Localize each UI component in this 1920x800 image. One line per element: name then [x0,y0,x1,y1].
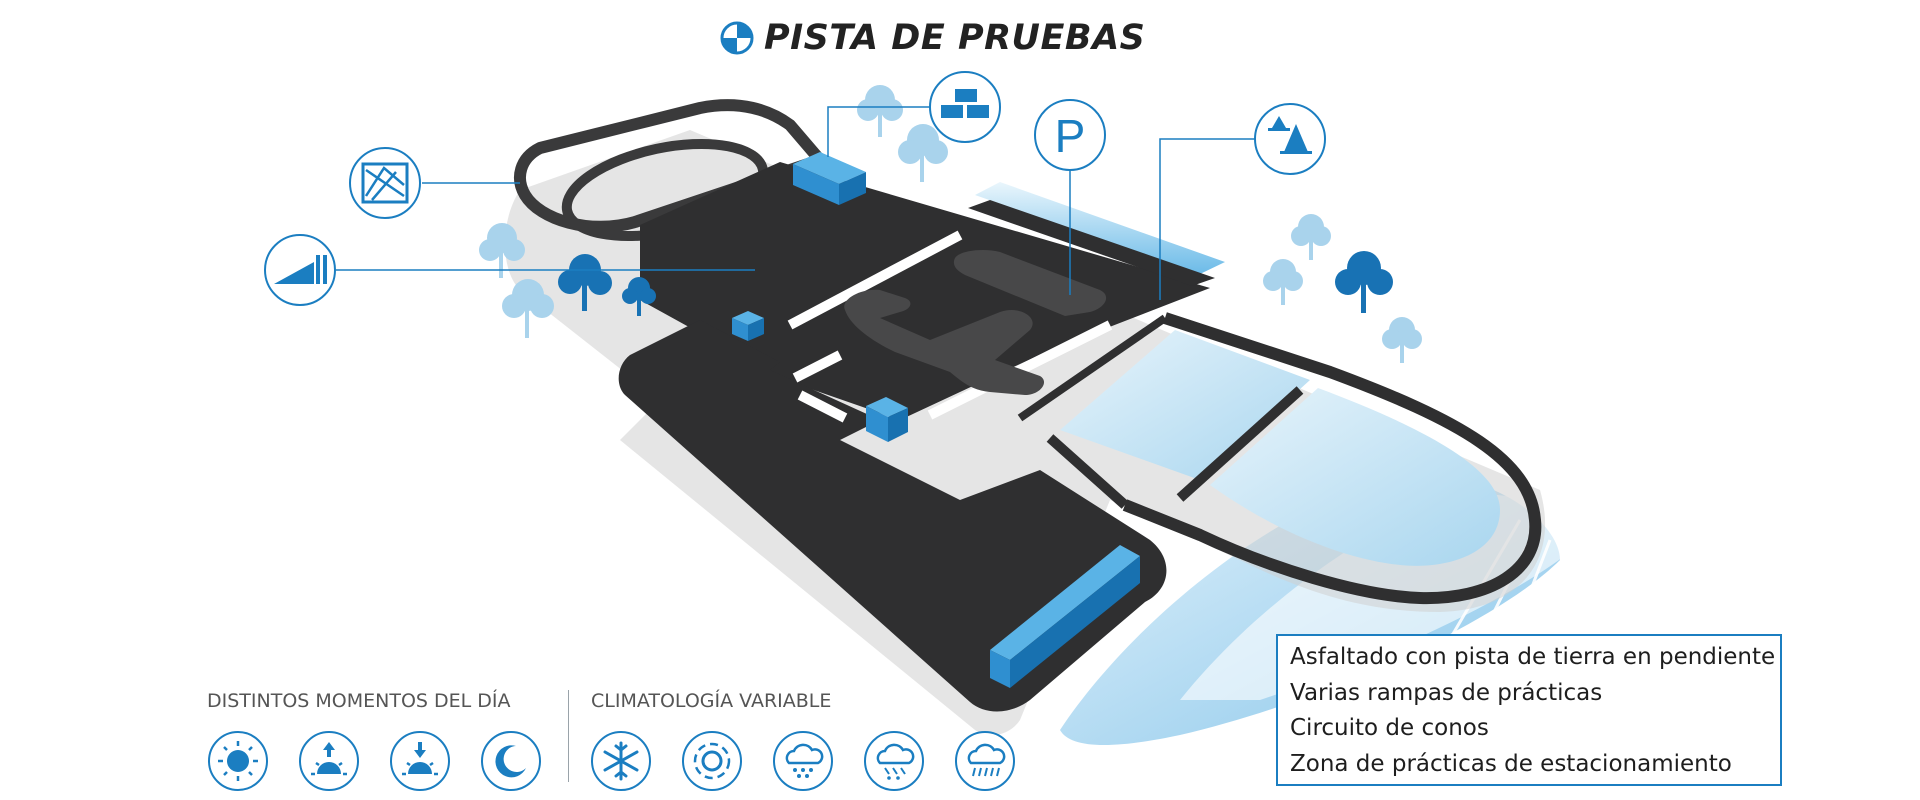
building-long [990,545,1140,688]
bmw-logo-icon [720,21,754,55]
sunrise-icon [299,731,359,791]
snow-cloud-icon [773,731,833,791]
legend-item: Circuito de conos [1290,715,1489,741]
ramp-strip [968,182,1225,286]
building-top [793,152,866,205]
features-legend: Asfaltado con pista de tierra en pendien… [1276,634,1782,786]
building-mid [866,397,908,442]
sleet-cloud-icon [864,731,924,791]
snowflake-icon [591,731,651,791]
buildings [732,152,1140,688]
svg-text:P: P [1055,110,1086,162]
callout-lines [336,106,1255,300]
legend-item: Asfaltado con pista de tierra en pendien… [1290,644,1776,670]
weather-label: CLIMATOLOGÍA VARIABLE [591,690,832,712]
title-text: PISTA DE PRUEBAS [764,18,1146,58]
cones-icon [1254,103,1326,175]
moon-icon [481,731,541,791]
tree-dark [558,251,1393,316]
ramp-icon [264,234,336,306]
parking-icon: P [1034,99,1106,171]
maneuver-zone [844,250,1107,395]
blocks-icon [929,71,1001,143]
legend-item: Zona de prácticas de estacionamiento [1290,750,1732,777]
right-oval-track [1017,312,1542,605]
rain-cloud-icon [955,731,1015,791]
sun-icon [208,731,268,791]
section-divider [568,690,569,782]
building-small [732,311,764,341]
fog-icon [682,731,742,791]
legend-item: Varias rampas de prácticas [1290,679,1603,706]
lower-asphalt [618,320,1167,712]
sunset-icon [390,731,450,791]
day-moments-label: DISTINTOS MOMENTOS DEL DÍA [207,690,511,712]
dirt-track-icon [349,147,421,219]
page-title: PISTA DE PRUEBAS [720,14,1145,62]
